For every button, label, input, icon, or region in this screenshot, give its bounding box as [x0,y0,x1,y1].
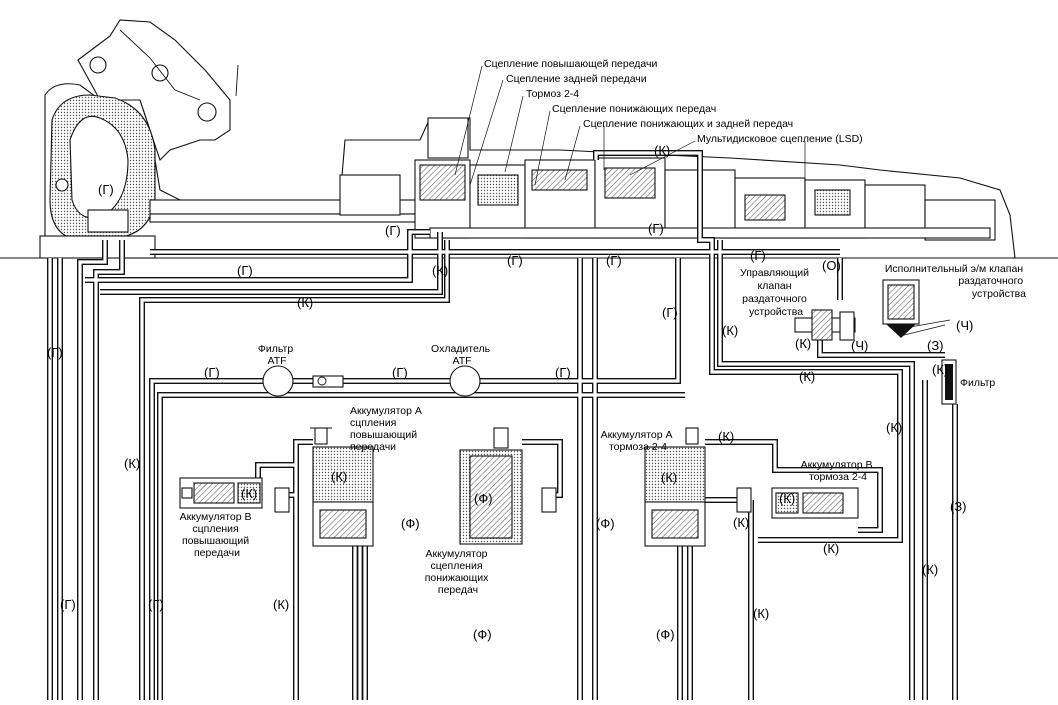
label-reverse-clutch: Сцепление задней передачи [506,73,647,85]
hydraulic-tube-core [594,151,902,542]
marker-k: (К) [661,470,677,485]
marker-g: (Г) [237,263,253,278]
hydraulic-tube [93,240,125,700]
marker-g: (Г) [148,597,164,612]
label-transfer-solenoid: Исполнительный э/м клапан раздаточного у… [885,263,1026,300]
hydraulic-tube-core [140,240,449,700]
marker-f: (Ф) [596,516,615,531]
marker-k: (К) [654,143,670,158]
transfer-control-valve [794,309,856,341]
hydraulic-lines [47,150,958,700]
marker-k: (К) [799,369,815,384]
hydraulic-tube [77,240,108,700]
marker-f: (Ф) [656,627,675,642]
hydraulic-tube-core [522,440,562,497]
marker-k: (К) [779,491,795,506]
marker-f: (Ф) [401,516,420,531]
label-atf-cooler: Охладитель ATF [431,343,493,367]
hydraulic-tube-core [94,240,124,700]
hydraulic-tube-core [150,379,263,700]
hydraulic-tube-core [78,240,107,700]
hydraulic-tube [522,439,563,498]
transmission-section [0,19,1058,259]
marker-k: (К) [795,336,811,351]
label-brake-2-4: Тормоз 2-4 [526,88,579,100]
marker-k: (К) [331,469,347,484]
marker-z: (З) [927,338,944,353]
marker-g: (Г) [204,365,220,380]
accumulator-b-brake [771,487,859,519]
marker-k: (К) [886,420,902,435]
leaders [454,65,951,337]
label-acc-b-brake: Аккумулятор В тормоза 2-4 [801,459,876,483]
marker-k: (К) [753,606,769,621]
hydraulic-tube [293,439,313,700]
label-upshift-clutch: Сцепление повышающей передачи [484,58,658,70]
labels: Сцепление повышающей передачи Сцепление … [180,58,1027,596]
accumulator-b-upshift [179,477,290,513]
label-transfer-control-valve: Управляющий клапан раздаточного устройст… [740,267,812,318]
marker-k: (К) [722,323,738,338]
marker-g: (Г) [47,345,63,360]
marker-g: (Г) [648,221,664,236]
accumulator-low-clutch [459,427,557,545]
marker-g: (Г) [750,248,766,263]
marker-g: (Г) [555,365,571,380]
label-low-clutch: Сцепление понижающих передач [552,103,716,115]
hydraulic-tube [255,462,296,478]
marker-ch: (Ч) [851,338,868,353]
hydraulic-tube-core [85,230,430,282]
marker-g: (Г) [98,182,114,197]
marker-g: (Г) [606,253,622,268]
marker-k: (К) [432,263,448,278]
marker-k: (К) [932,362,948,377]
hydraulic-tube-core [256,463,296,478]
label-acc-a-brake: Аккумулятор А тормоза 2-4 [601,429,676,453]
label-low-reverse-clutch: Сцепление понижающих и задней передач [583,118,793,130]
atf-cooler [449,365,481,397]
marker-g: (Г) [385,223,401,238]
hydraulic-tube-core [294,440,313,700]
marker-g: (Г) [662,305,678,320]
hydraulic-tube-core [705,440,882,532]
marker-k: (К) [733,515,749,530]
label-acc-low-clutch: Аккумулятор сцепления понижающих передач [425,548,492,596]
label-atf-filter: Фильтр ATF [258,343,296,367]
marker-k: (К) [718,429,734,444]
label-lsd-clutch: Мультидисковое сцепление (LSD) [697,133,863,145]
filter-right [941,359,957,405]
accumulator-a-upshift [310,427,374,547]
line-markers: (Г) (Г) (Г) (Г) (Г) (Г) (Г) (Г) (Г) (Г) … [47,143,973,642]
marker-z: (З) [950,499,967,514]
marker-o: (О) [822,258,841,273]
marker-g: (Г) [392,365,408,380]
label-filter-right: Фильтр [960,377,995,389]
marker-k: (К) [922,562,938,577]
fitting-ring [317,376,327,386]
atf-filter [262,365,294,397]
marker-g: (Г) [60,597,76,612]
marker-k: (К) [297,295,313,310]
hydraulic-tube-core [480,258,680,383]
marker-k: (К) [124,456,140,471]
hydraulic-tube-core [818,335,945,357]
marker-f: (Ф) [474,491,493,506]
marker-k: (К) [273,597,289,612]
marker-g: (Г) [507,253,523,268]
hydraulic-tube-core [718,240,914,700]
transfer-solenoid [882,279,920,338]
label-acc-b-upshift: Аккумулятор В сцпления повышающий переда… [180,511,255,559]
marker-f: (Ф) [473,627,492,642]
marker-k: (К) [823,541,839,556]
inline-fitting [312,375,344,388]
hydraulic-tube-core [158,393,685,700]
label-acc-a-upshift: Аккумулятор А сцпления повышающий переда… [350,405,425,453]
accumulator-a-brake [644,427,752,547]
marker-ch: (Ч) [956,318,973,333]
marker-k: (К) [241,486,257,501]
